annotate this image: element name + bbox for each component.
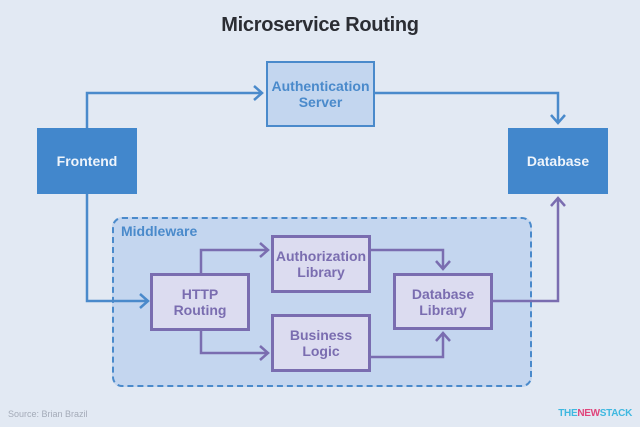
node-business-logic: Business Logic xyxy=(271,314,371,372)
arrowhead-database-bottom xyxy=(550,196,566,207)
arrowhead-http xyxy=(139,293,150,309)
edge-http-authz xyxy=(199,248,268,273)
edge-frontend-auth xyxy=(85,91,262,128)
arrowhead-authz xyxy=(259,242,270,258)
node-authentication-server: Authentication Server xyxy=(266,61,375,127)
arrowhead-dblib-top xyxy=(435,260,451,271)
node-frontend: Frontend xyxy=(37,128,137,194)
edge-http-business xyxy=(199,331,268,355)
edge-dblib-database xyxy=(493,199,560,303)
edge-auth-database xyxy=(375,91,560,122)
node-database-library: Database Library xyxy=(393,273,493,330)
arrowhead-database-top xyxy=(550,114,566,125)
edge-authz-dblib xyxy=(371,248,445,268)
brand-logo: THENEWSTACK xyxy=(558,408,632,419)
arrowhead-business xyxy=(259,345,270,361)
brand-part-3: STACK xyxy=(599,408,633,419)
edge-business-dblib xyxy=(371,334,445,359)
arrowhead-auth xyxy=(253,85,264,101)
node-authorization-library: Authorization Library xyxy=(271,235,371,293)
diagram-title: Microservice Routing xyxy=(221,14,419,36)
edge-frontend-http xyxy=(85,193,148,303)
node-http-routing: HTTP Routing xyxy=(150,273,250,331)
arrowhead-dblib-bottom xyxy=(435,331,451,342)
middleware-label: Middleware xyxy=(121,223,198,239)
brand-part-1: THE xyxy=(558,408,578,419)
brand-part-2: NEW xyxy=(577,408,600,419)
source-credit: Source: Brian Brazil xyxy=(8,409,88,419)
node-database: Database xyxy=(508,128,608,194)
